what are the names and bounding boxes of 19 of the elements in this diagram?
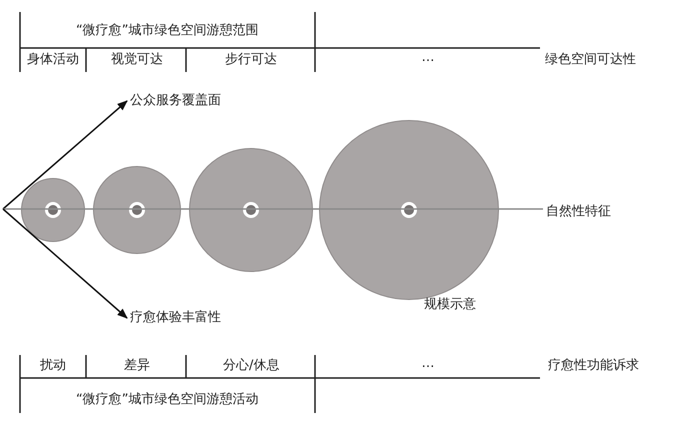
range-heading: “微疗愈”城市绿色空间游憩范围 [76,23,258,39]
ellipsis: … [422,50,434,66]
table-cell: 身体活动 [27,52,79,68]
row-label: 疗愈性功能诉求 [548,358,639,374]
scale-circle [21,178,85,242]
row-label: 绿色空间可达性 [545,52,636,68]
axis-label: 公众服务覆盖面 [130,93,221,109]
activity-heading: “微疗愈”城市绿色空间游憩活动 [76,392,258,408]
table-cell: 视觉可达 [111,52,163,68]
axis-label: 疗愈体验丰富性 [130,310,221,326]
table-cell: 扰动 [40,358,66,374]
scale-label: 规模示意 [424,297,476,313]
table-cell: 差异 [124,358,150,374]
ellipsis: … [422,356,434,372]
arrow [2,100,128,210]
axis-label: 自然性特征 [546,204,611,220]
table-cell: 步行可达 [225,52,277,68]
arrow [2,208,128,319]
table-cell: 分心/休息 [223,358,280,374]
